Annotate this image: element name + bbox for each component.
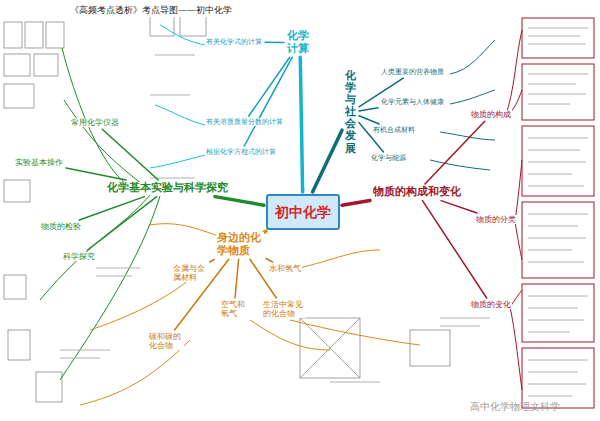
topic-text: 化学基本实验与科学探究 bbox=[106, 182, 229, 195]
branch-line bbox=[249, 57, 290, 116]
topic-text: 物质的构成和变化 bbox=[372, 186, 462, 199]
sub-topic: 常用化学仪器 bbox=[70, 118, 120, 127]
branch-line bbox=[300, 57, 302, 192]
branch-topic: 化学与社会发展 bbox=[344, 70, 357, 155]
branch-line bbox=[235, 259, 239, 298]
sub-topic: 实验基本操作 bbox=[14, 158, 64, 167]
sub-topic: 有关溶质质量分数的计算 bbox=[205, 118, 284, 126]
topic-text: 空气和氧气 bbox=[220, 300, 248, 318]
branch-line bbox=[313, 130, 342, 192]
branch-line bbox=[425, 121, 485, 184]
watermark: 高中化学物理文科学 bbox=[470, 400, 560, 414]
branch-line bbox=[359, 108, 378, 111]
sub-topic: 科学探究 bbox=[62, 252, 96, 261]
sub-topic: 人类重要的营养物质 bbox=[380, 68, 445, 76]
sub-topic: 生活中常见的化合物 bbox=[262, 300, 306, 318]
topic-text: 物质的变化 bbox=[470, 300, 512, 309]
branch-line bbox=[210, 259, 215, 262]
topic-text: 化学计算 bbox=[286, 30, 314, 55]
topic-text: 科学探究 bbox=[62, 252, 96, 261]
branch-line bbox=[441, 201, 477, 213]
branch-line bbox=[215, 197, 264, 206]
topic-text: 有关溶质质量分数的计算 bbox=[205, 118, 284, 126]
branch-line bbox=[66, 168, 126, 180]
branch-line bbox=[244, 57, 292, 146]
sub-topic: 物质的变化 bbox=[470, 300, 512, 309]
sub-topic: 化学与能源 bbox=[370, 154, 407, 162]
topic-text: 物质的检验 bbox=[40, 222, 82, 231]
topic-text: 化学与社会发展 bbox=[344, 70, 357, 155]
branch-topic: 身边的化学物质 bbox=[216, 232, 264, 257]
topic-text: 碳和碳的化合物 bbox=[148, 332, 184, 350]
title: 《高频考点透析》考点导图——初中化学 bbox=[70, 4, 232, 17]
branch-line bbox=[342, 200, 370, 205]
topic-text: 有机合成材料 bbox=[372, 126, 416, 134]
topic-text: 物质的分类 bbox=[475, 215, 517, 224]
sub-topic: 物质的构成 bbox=[470, 110, 512, 119]
sub-topic: 物质的检验 bbox=[40, 222, 82, 231]
topic-text: 实验基本操作 bbox=[14, 158, 64, 167]
branch-topic: 化学基本实验与科学探究 bbox=[106, 182, 229, 195]
branch-line bbox=[359, 116, 379, 124]
sub-topic: 金属与金属材料 bbox=[172, 264, 208, 282]
branch-line bbox=[102, 129, 158, 180]
sub-topic: 水和氢气 bbox=[268, 264, 302, 273]
sub-topic: 根据化学方程式的计算 bbox=[205, 148, 277, 156]
topic-text: 初中化学 bbox=[274, 204, 332, 220]
central-topic: 初中化学 bbox=[266, 194, 340, 230]
branch-line bbox=[264, 229, 266, 233]
topic-text: 身边的化学物质 bbox=[216, 232, 264, 257]
sub-topic: 物质的分类 bbox=[475, 215, 517, 224]
topic-text: 常用化学仪器 bbox=[70, 118, 120, 127]
sub-topic: 空气和氧气 bbox=[220, 300, 248, 318]
topic-text: 有关化学式的计算 bbox=[205, 38, 263, 46]
topic-text: 人类重要的营养物质 bbox=[380, 68, 445, 76]
topic-text: 生活中常见的化合物 bbox=[262, 300, 306, 318]
branch-line bbox=[265, 42, 284, 44]
sub-topic: 碳和碳的化合物 bbox=[148, 332, 184, 350]
topic-text: 水和氢气 bbox=[268, 264, 302, 273]
topic-text: 根据化学方程式的计算 bbox=[205, 148, 277, 156]
branch-line bbox=[79, 197, 144, 220]
sub-topic: 化学元素与人体健康 bbox=[380, 98, 445, 106]
branch-topic: 化学计算 bbox=[286, 30, 314, 55]
sub-topic: 有关化学式的计算 bbox=[205, 38, 263, 46]
topic-text: 化学元素与人体健康 bbox=[380, 98, 445, 106]
branch-line bbox=[88, 197, 157, 250]
topic-text: 金属与金属材料 bbox=[172, 264, 208, 282]
topic-text: 化学与能源 bbox=[370, 154, 407, 162]
branch-line bbox=[266, 258, 273, 262]
topic-text: 物质的构成 bbox=[470, 110, 512, 119]
branch-topic: 物质的构成和变化 bbox=[372, 186, 462, 199]
sub-topic: 有机合成材料 bbox=[372, 126, 416, 134]
